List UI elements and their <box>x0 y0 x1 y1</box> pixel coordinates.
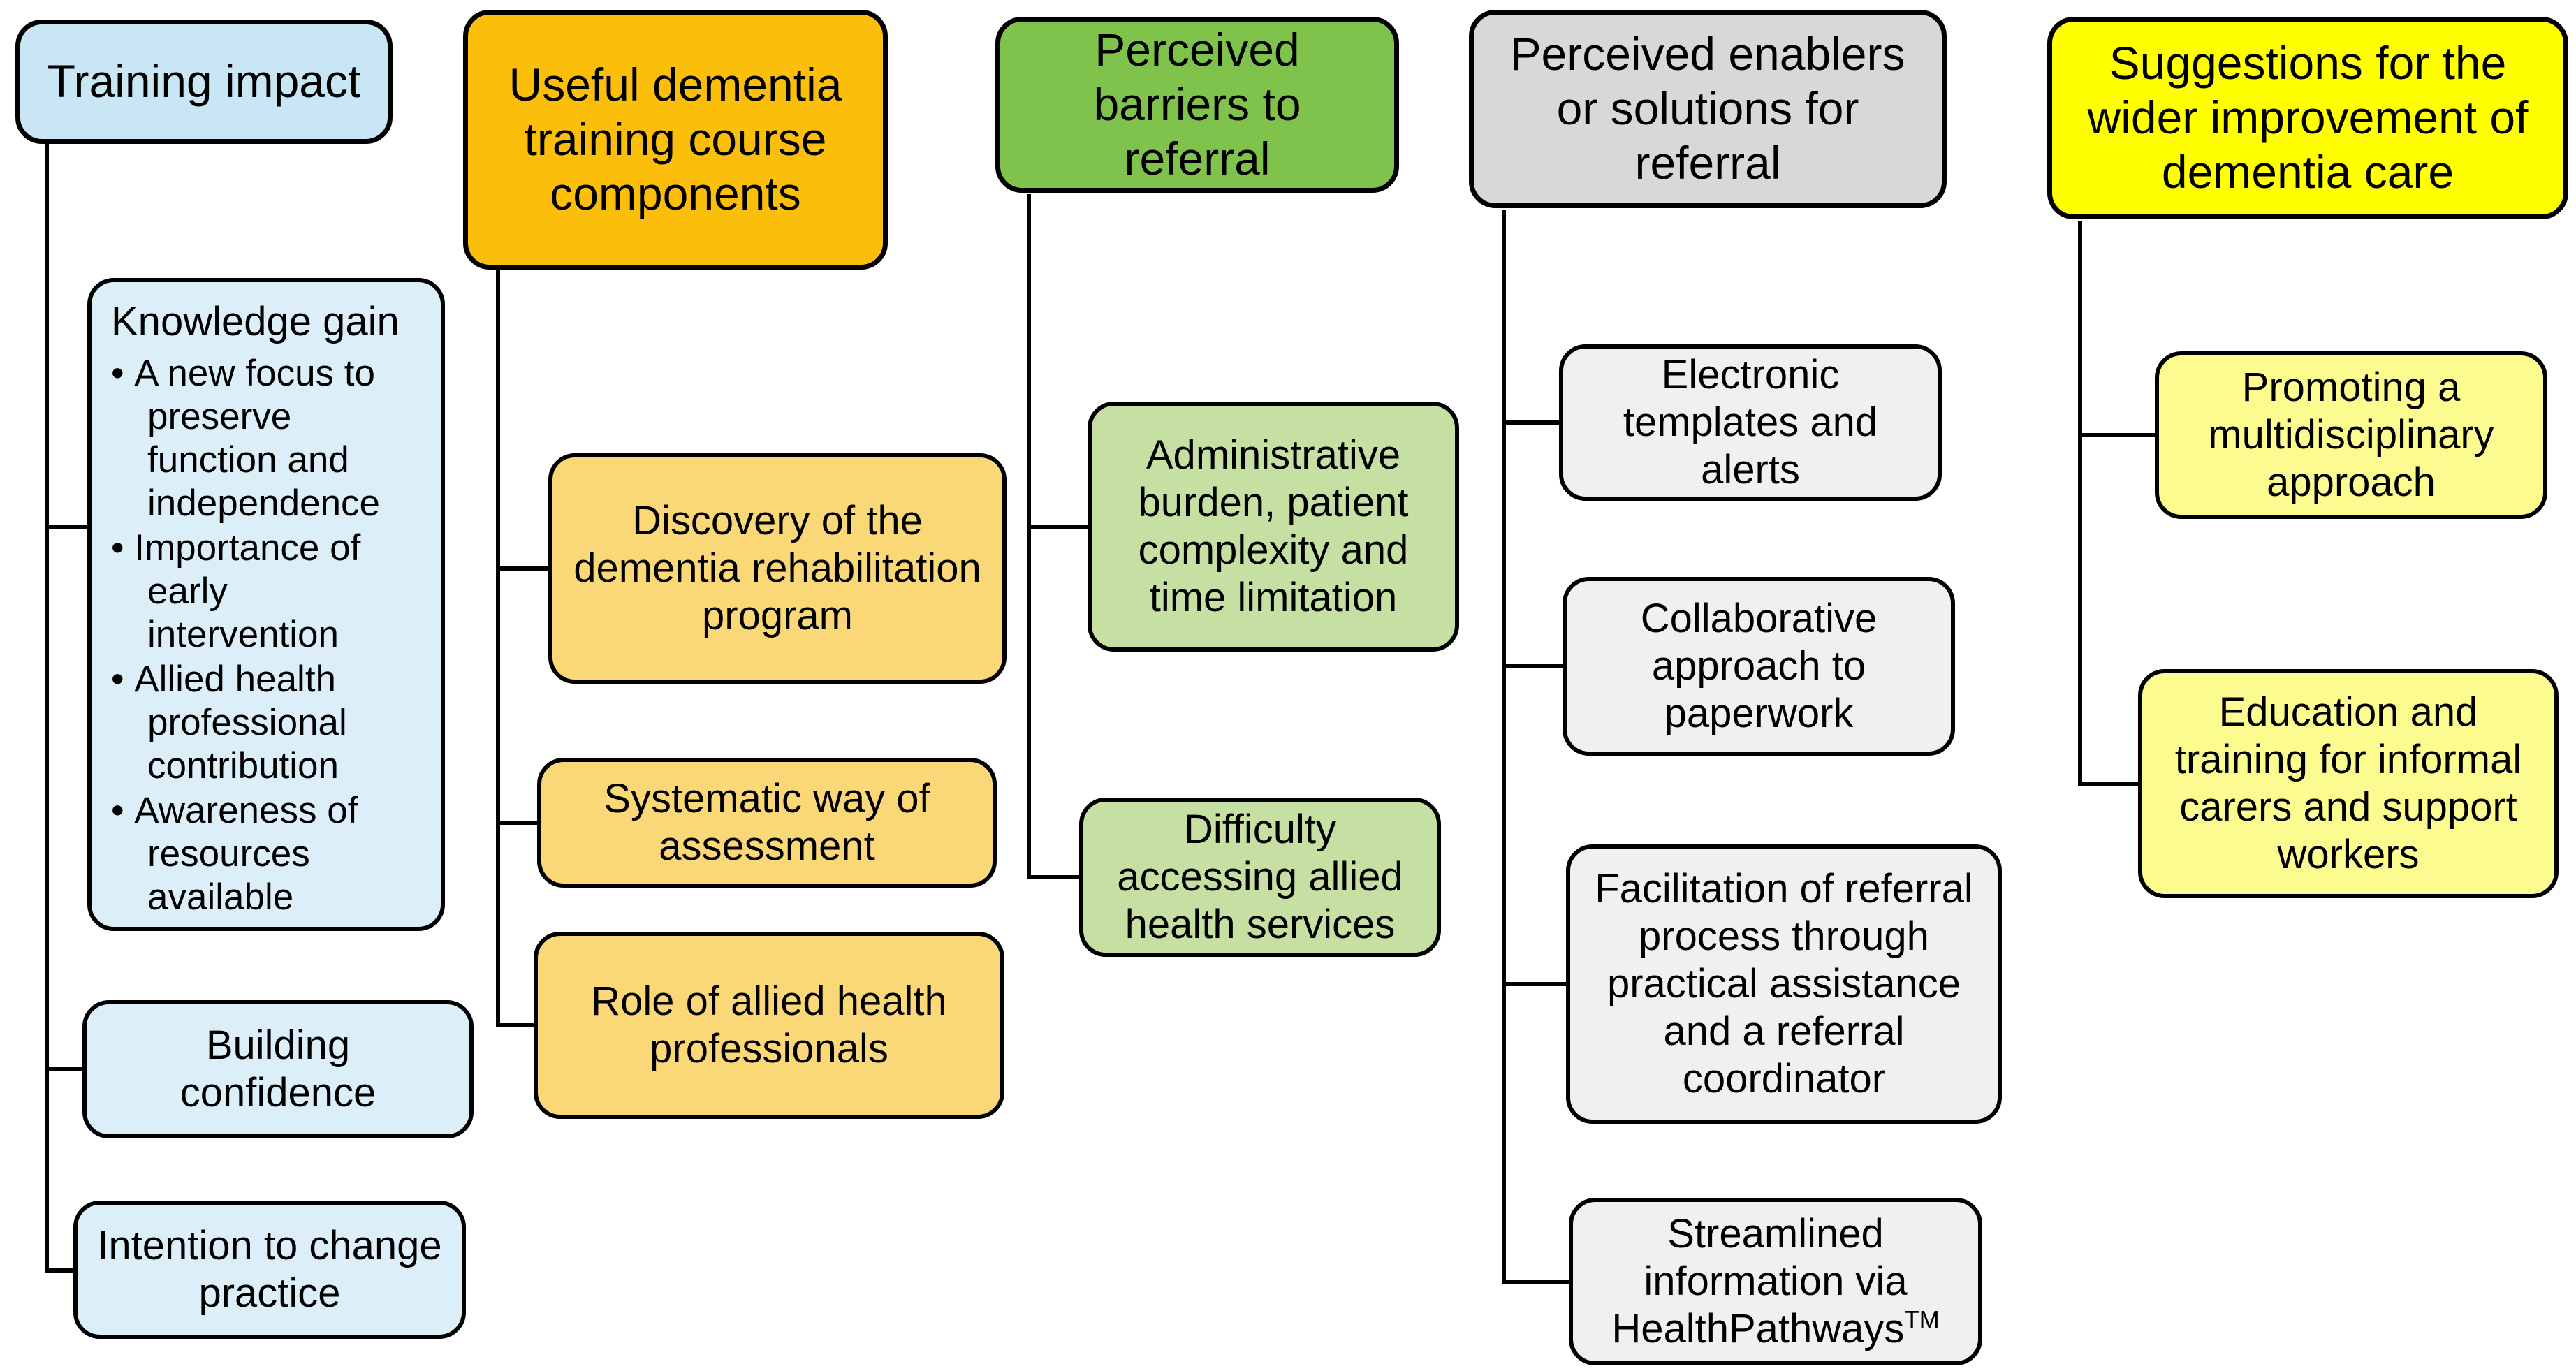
node-building-confidence: Building confidence <box>82 1000 474 1138</box>
header-perceived-enablers: Perceived enablers or solutions for refe… <box>1469 10 1947 208</box>
header-label: Training impact <box>47 55 361 108</box>
node-education-training-informal-carers: Education and training for informal care… <box>2138 669 2559 898</box>
node-systematic-way-of-assessment: Systematic way of assessment <box>537 758 997 888</box>
header-label: Suggestions for the wider improvement of… <box>2087 37 2529 198</box>
node-label-text: Streamlined information via HealthPathwa… <box>1611 1211 1908 1351</box>
node-title: Knowledge gain <box>111 299 400 344</box>
node-discovery-dementia-rehabilitation-program: Discovery of the dementia rehabilitation… <box>548 453 1007 684</box>
node-knowledge-gain: Knowledge gain A new focus to preserve f… <box>87 278 445 931</box>
connector-stub <box>496 1023 534 1027</box>
node-label: Education and training for informal care… <box>2174 689 2522 877</box>
node-label: Discovery of the dementia rehabilitation… <box>573 498 981 638</box>
connector-trunk-barriers <box>1027 194 1031 879</box>
connector-stub <box>496 566 548 571</box>
bullet-item: A new focus to preserve function and ind… <box>111 352 424 525</box>
node-label: Streamlined information via HealthPathwa… <box>1591 1210 1960 1353</box>
header-perceived-barriers: Perceived barriers to referral <box>995 17 1399 193</box>
bullet-item: Allied health professional contribution <box>111 658 424 788</box>
connector-trunk-suggestions <box>2078 221 2082 784</box>
connector-stub <box>496 821 537 825</box>
node-label: Intention to change practice <box>97 1223 442 1316</box>
node-label: Collaborative approach to paperwork <box>1640 596 1878 736</box>
connector-stub <box>1027 525 1088 529</box>
node-label: Building confidence <box>180 1022 376 1115</box>
trademark-superscript: TM <box>1904 1306 1940 1334</box>
node-facilitation-referral-process: Facilitation of referral process through… <box>1566 844 2002 1124</box>
connector-stub <box>1502 664 1563 668</box>
connector-trunk-training-impact <box>45 144 49 1273</box>
header-label: Perceived enablers or solutions for refe… <box>1510 28 1905 189</box>
connector-stub <box>1027 875 1079 879</box>
connector-stub <box>2078 782 2138 786</box>
node-label: Electronic templates and alerts <box>1623 352 1878 492</box>
node-label: Systematic way of assessment <box>603 776 930 869</box>
connector-stub <box>45 1067 82 1071</box>
connector-stub <box>2078 433 2155 437</box>
header-suggestions-wider-improvement: Suggestions for the wider improvement of… <box>2047 17 2568 219</box>
node-role-of-allied-health-professionals: Role of allied health professionals <box>534 932 1004 1119</box>
node-electronic-templates-alerts: Electronic templates and alerts <box>1559 344 1942 501</box>
connector-stub <box>1502 982 1566 986</box>
node-label: Role of allied health professionals <box>591 978 947 1071</box>
connector-stub <box>1502 1280 1569 1284</box>
connector-stub <box>45 1268 73 1273</box>
connector-stub <box>1502 420 1559 425</box>
knowledge-gain-bullet-list: A new focus to preserve function and ind… <box>111 351 424 921</box>
node-intention-to-change-practice: Intention to change practice <box>73 1201 466 1339</box>
bullet-item: Importance of early intervention <box>111 527 424 657</box>
header-label: Perceived barriers to referral <box>1093 24 1301 184</box>
connector-trunk-training-components <box>496 270 500 1027</box>
header-training-impact: Training impact <box>15 20 393 144</box>
node-collaborative-approach-paperwork: Collaborative approach to paperwork <box>1563 577 1955 756</box>
header-label: Useful dementia training course componen… <box>508 59 842 219</box>
header-useful-training-components: Useful dementia training course componen… <box>463 10 888 270</box>
node-label: Facilitation of referral process through… <box>1595 866 1973 1101</box>
node-streamlined-information-healthpathways: Streamlined information via HealthPathwa… <box>1569 1198 1982 1365</box>
bullet-item: Awareness of resources available <box>111 789 424 919</box>
connector-trunk-enablers <box>1502 210 1506 1284</box>
node-label: Administrative burden, patient complexit… <box>1138 432 1409 620</box>
node-label: Difficulty accessing allied health servi… <box>1117 807 1403 947</box>
node-promoting-multidisciplinary-approach: Promoting a multidisciplinary approach <box>2155 351 2547 519</box>
node-label: Promoting a multidisciplinary approach <box>2208 365 2494 505</box>
connector-stub <box>45 525 87 529</box>
node-difficulty-accessing-services: Difficulty accessing allied health servi… <box>1079 798 1441 957</box>
node-administrative-burden: Administrative burden, patient complexit… <box>1088 402 1459 652</box>
